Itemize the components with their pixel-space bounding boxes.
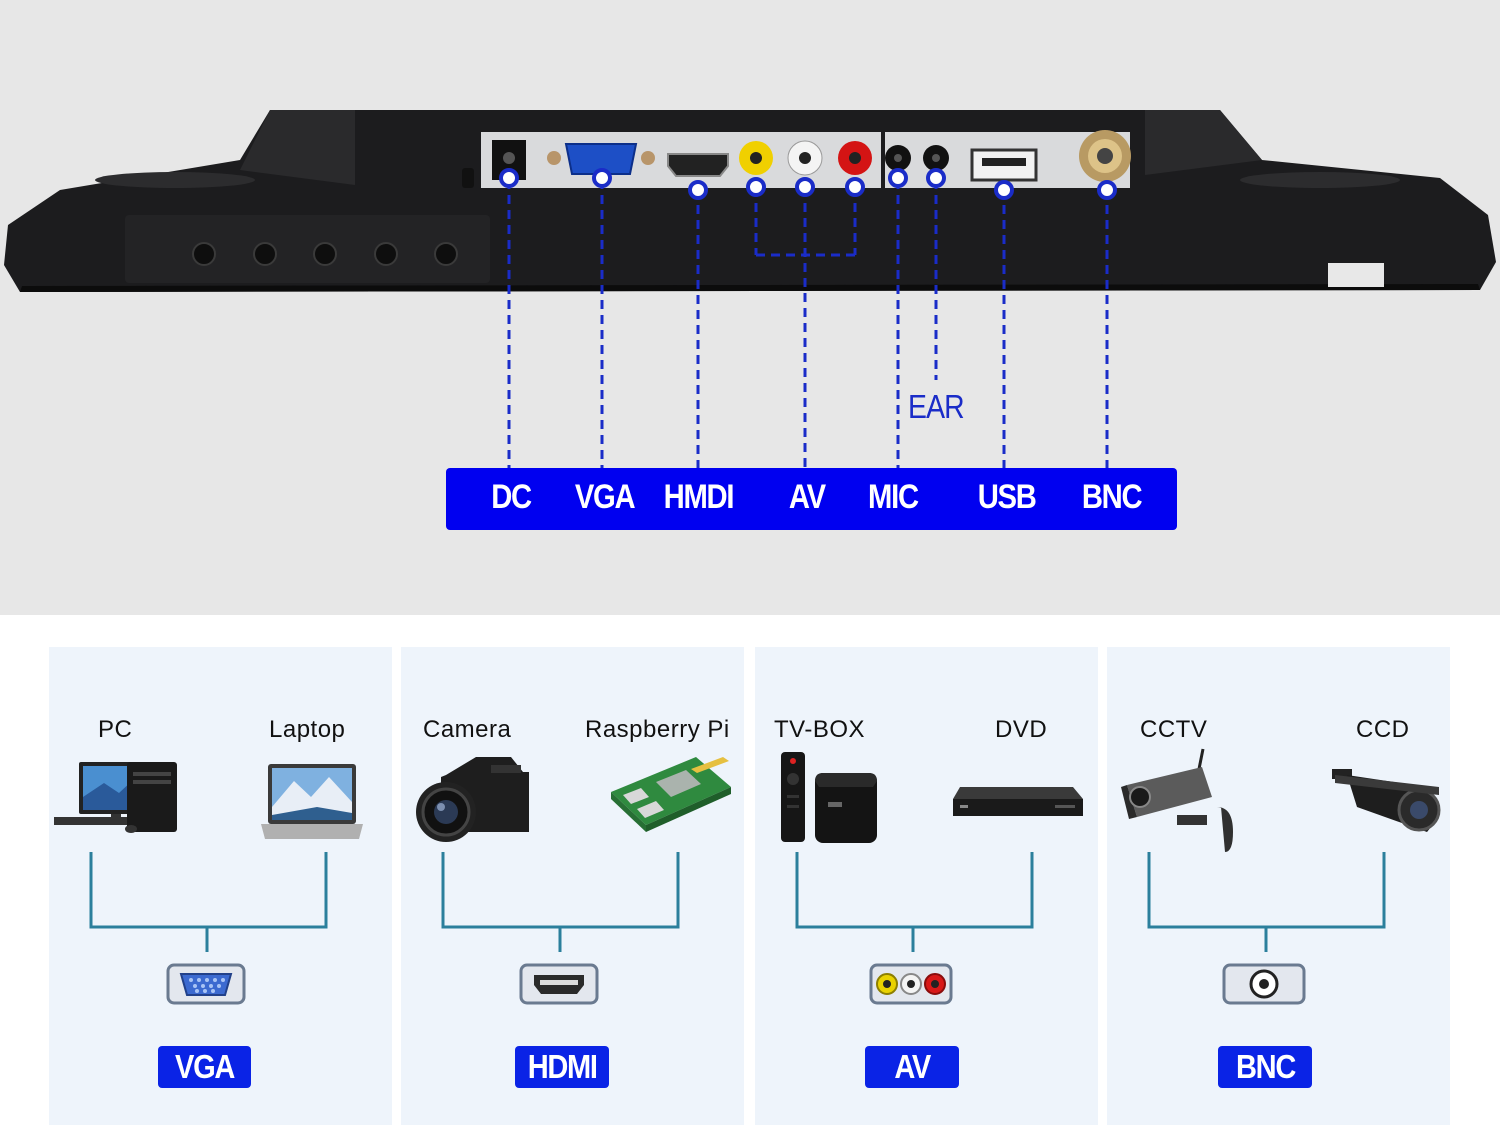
menu-button[interactable] <box>313 242 337 266</box>
device-label-laptop: Laptop <box>269 716 346 743</box>
connection-tree <box>89 852 328 952</box>
device-label-camera: Camera <box>423 716 512 743</box>
port-label-bar <box>446 468 1177 530</box>
tv-box-icon <box>781 752 877 843</box>
device-label-tv-box: TV-BOX <box>774 716 866 743</box>
rating-sticker <box>1328 263 1384 287</box>
device-label-cctv: CCTV <box>1140 716 1208 743</box>
port-leader-lines <box>507 180 1109 468</box>
cctv-camera-icon <box>1121 748 1233 852</box>
interface-badge-bnc: BNC <box>1218 1046 1312 1088</box>
usb-port-label: USB <box>977 478 1037 516</box>
interface-badge-hdmi: HDMI <box>515 1046 609 1088</box>
vga-port-label: VGA <box>574 478 636 516</box>
bnc-port-label: BNC <box>1081 478 1143 516</box>
panel-av <box>755 647 1098 1125</box>
camera-icon <box>416 757 529 842</box>
hdmi-port-label: HMDI <box>663 478 735 516</box>
mic-port-label: MIC <box>868 478 919 516</box>
vga-connector-icon <box>166 963 246 1005</box>
av-port-label: AV <box>788 478 826 516</box>
device-label-pc: PC <box>98 716 133 743</box>
menu-button[interactable] <box>374 242 398 266</box>
device-label-ccd: CCD <box>1356 716 1410 743</box>
interface-badge-vga: VGA <box>158 1046 251 1088</box>
menu-button[interactable] <box>192 242 216 266</box>
menu-button[interactable] <box>253 242 277 266</box>
panel-vga <box>49 647 392 1125</box>
bnc-connector-icon <box>1222 963 1306 1005</box>
interface-badge-label: BNC <box>1235 1048 1296 1085</box>
pc-icon <box>54 762 177 833</box>
dc-port-label: DC <box>491 478 532 516</box>
panel-hdmi-artwork <box>416 757 731 1005</box>
port-plates <box>481 130 1131 188</box>
port-diagram: EAR DC VGA HMDI AV MIC USB BNC <box>0 0 1500 615</box>
connection-tree <box>441 852 680 952</box>
hdmi-connector-icon <box>519 963 599 1005</box>
panel-bnc <box>1107 647 1450 1125</box>
menu-button[interactable] <box>434 242 458 266</box>
interface-badge-label: VGA <box>175 1048 235 1085</box>
monitor-rear-illustration <box>4 110 1496 468</box>
dvd-player-icon <box>953 787 1083 816</box>
panel-bnc-artwork <box>1121 748 1441 1005</box>
panel-hdmi <box>401 647 744 1125</box>
connection-tree <box>1147 852 1386 952</box>
device-label-dvd: DVD <box>995 716 1048 743</box>
interface-badge-label: AV <box>894 1048 931 1085</box>
ccd-camera-icon <box>1332 769 1441 832</box>
panel-vga-artwork <box>54 762 363 1005</box>
port-markers <box>499 168 1117 200</box>
panel-av-artwork <box>781 752 1083 1005</box>
interface-badge-av: AV <box>865 1046 959 1088</box>
connection-tree <box>795 852 1034 952</box>
device-label-raspberry-pi: Raspberry Pi <box>585 716 730 743</box>
av-connector-icon <box>869 963 953 1005</box>
laptop-icon <box>261 764 363 839</box>
raspberry-pi-icon <box>611 757 731 832</box>
ear-port-label: EAR <box>908 388 965 425</box>
interface-badge-label: HDMI <box>527 1048 598 1085</box>
